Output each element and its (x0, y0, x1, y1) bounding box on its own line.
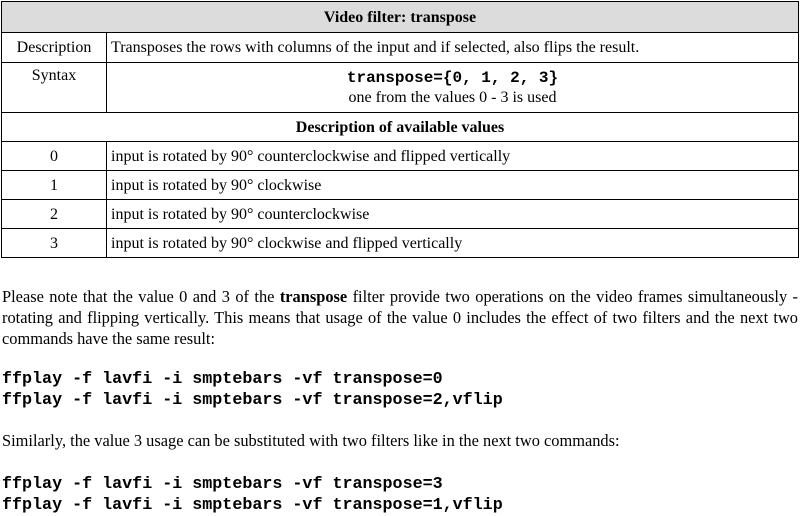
value-description: input is rotated by 90° counterclockwise… (106, 141, 799, 171)
value-row: 3 input is rotated by 90° clockwise and … (1, 228, 799, 258)
syntax-label: Syntax (1, 62, 107, 113)
value-number: 3 (1, 228, 107, 258)
paragraph1-before: Please note that the value 0 and 3 of th… (2, 287, 280, 306)
command-line: ffplay -f lavfi -i smptebars -vf transpo… (2, 370, 443, 389)
command-line: ffplay -f lavfi -i smptebars -vf transpo… (2, 475, 443, 494)
paragraph-substitution-note: Similarly, the value 3 usage can be subs… (2, 431, 620, 450)
value-number: 1 (1, 170, 107, 200)
value-description: input is rotated by 90° clockwise and fl… (106, 228, 799, 258)
value-description: input is rotated by 90° counterclockwise (106, 199, 799, 229)
description-row: Description Transposes the rows with col… (1, 32, 799, 63)
paragraph1-after: filter provide two operations on the vid… (2, 287, 798, 348)
command-line: ffplay -f lavfi -i smptebars -vf transpo… (2, 391, 503, 410)
syntax-row: Syntax transpose={0, 1, 2, 3} one from t… (1, 62, 799, 113)
syntax-code: transpose={0, 1, 2, 3} (346, 68, 559, 87)
values-heading-row: Description of available values (1, 112, 799, 142)
command-line: ffplay -f lavfi -i smptebars -vf transpo… (2, 496, 503, 515)
syntax-note: one from the values 0 - 3 is used (348, 88, 557, 106)
table-title: Video filter: transpose (1, 1, 799, 33)
paragraph1-bold-term: transpose (279, 287, 348, 306)
table-title-row: Video filter: transpose (1, 1, 799, 33)
syntax-cell: transpose={0, 1, 2, 3} one from the valu… (106, 62, 799, 113)
description-text: Transposes the rows with columns of the … (106, 32, 799, 63)
paragraph-transpose-note: Please note that the value 0 and 3 of th… (2, 286, 798, 349)
value-number: 0 (1, 141, 107, 171)
value-row: 1 input is rotated by 90° clockwise (1, 170, 799, 200)
code-block-1: ffplay -f lavfi -i smptebars -vf transpo… (2, 369, 503, 411)
value-number: 2 (1, 199, 107, 229)
description-label: Description (1, 32, 107, 63)
value-description: input is rotated by 90° clockwise (106, 170, 799, 200)
code-block-2: ffplay -f lavfi -i smptebars -vf transpo… (2, 474, 503, 516)
value-row: 2 input is rotated by 90° counterclockwi… (1, 199, 799, 229)
value-row: 0 input is rotated by 90° counterclockwi… (1, 141, 799, 171)
filter-table: Video filter: transpose Description Tran… (1, 1, 799, 258)
values-heading: Description of available values (1, 112, 799, 142)
